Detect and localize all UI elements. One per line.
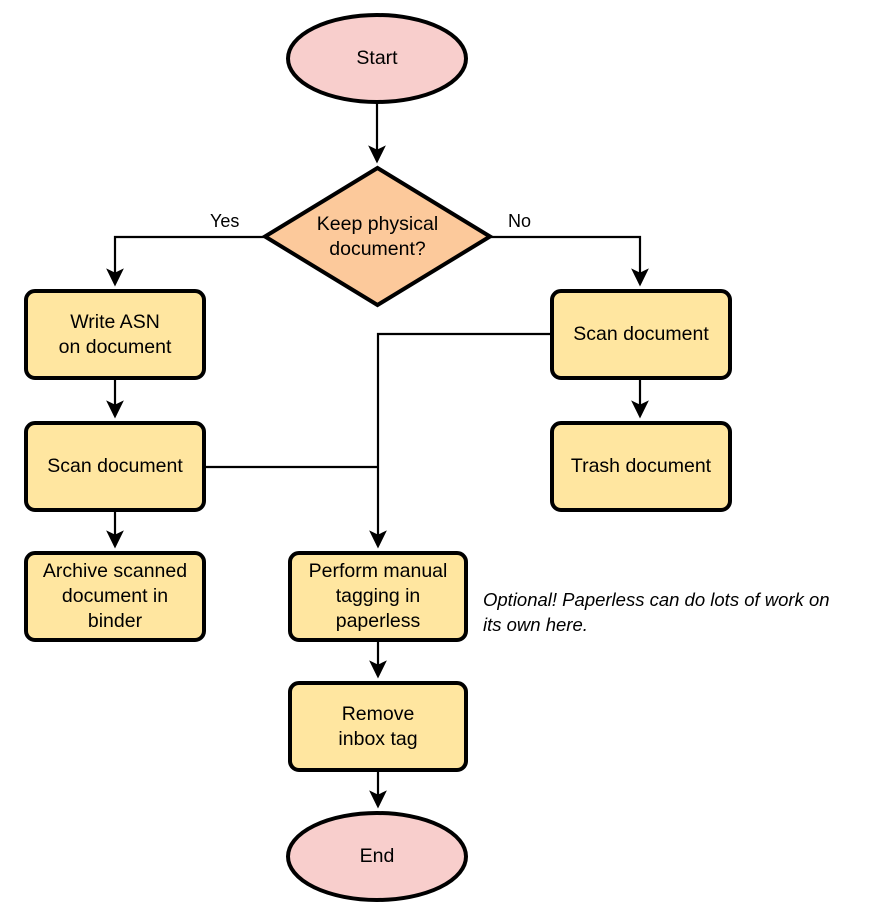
node-shape-archive[interactable]: [24, 551, 206, 642]
edge-label-no: No: [508, 211, 532, 231]
node-shape-end[interactable]: [286, 811, 468, 902]
node-shape-decision[interactable]: [261, 165, 494, 308]
node-shape-remove-inbox[interactable]: [288, 681, 468, 772]
connector-decision-yes: [106, 235, 265, 287]
annotation-optional-note: Optional! Paperless can do lots of work …: [483, 589, 830, 635]
connector-decision-no: [490, 235, 649, 287]
node-shape-manual-tag[interactable]: [288, 551, 468, 642]
node-shape-start[interactable]: [286, 13, 468, 104]
connector-scan-right-to-manual-tag: [369, 332, 552, 549]
node-shape-trash[interactable]: [550, 421, 732, 512]
connector-group: [106, 102, 649, 809]
node-shape-write-asn[interactable]: [24, 289, 206, 380]
node-shape-scan-left[interactable]: [24, 421, 206, 512]
edge-label-yes: Yes: [210, 211, 240, 231]
node-shape-scan-right[interactable]: [550, 289, 732, 380]
